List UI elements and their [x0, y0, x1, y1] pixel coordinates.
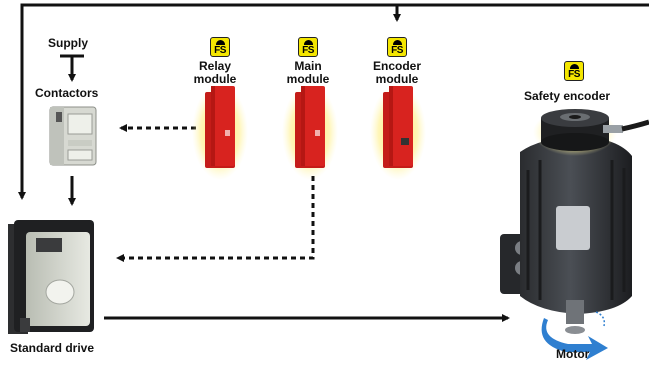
motor-device: [500, 136, 632, 334]
relay-module-device: [192, 84, 248, 180]
main-module-device: [282, 84, 338, 180]
relay-module-label: Relay module: [193, 59, 237, 86]
supply-arrow: [60, 54, 84, 82]
safety-encoder-device: [533, 108, 649, 156]
standard-drive-label: Standard drive: [10, 341, 95, 355]
encoder-module-label: Encoder module: [372, 59, 421, 86]
fs-badge-icon: FS: [298, 37, 318, 57]
main-module-label: Main module: [286, 59, 330, 86]
safety-encoder-label: Safety encoder: [524, 89, 611, 103]
supply-label: Supply: [48, 36, 89, 50]
contactors-label: Contactors: [35, 86, 99, 100]
feedback-line: [18, 3, 649, 200]
encoder-module-device: [370, 84, 426, 180]
contactors-device: [49, 106, 97, 166]
standard-drive-device: [8, 220, 94, 334]
motor-label: Motor: [556, 347, 590, 361]
fs-badge-icon: FS: [210, 37, 230, 57]
fs-badge-icon: FS: [387, 37, 407, 57]
rotation-arrow: [541, 311, 608, 360]
fs-badge-icon: FS: [564, 61, 584, 81]
main-to-drive-arrow: [116, 176, 315, 262]
